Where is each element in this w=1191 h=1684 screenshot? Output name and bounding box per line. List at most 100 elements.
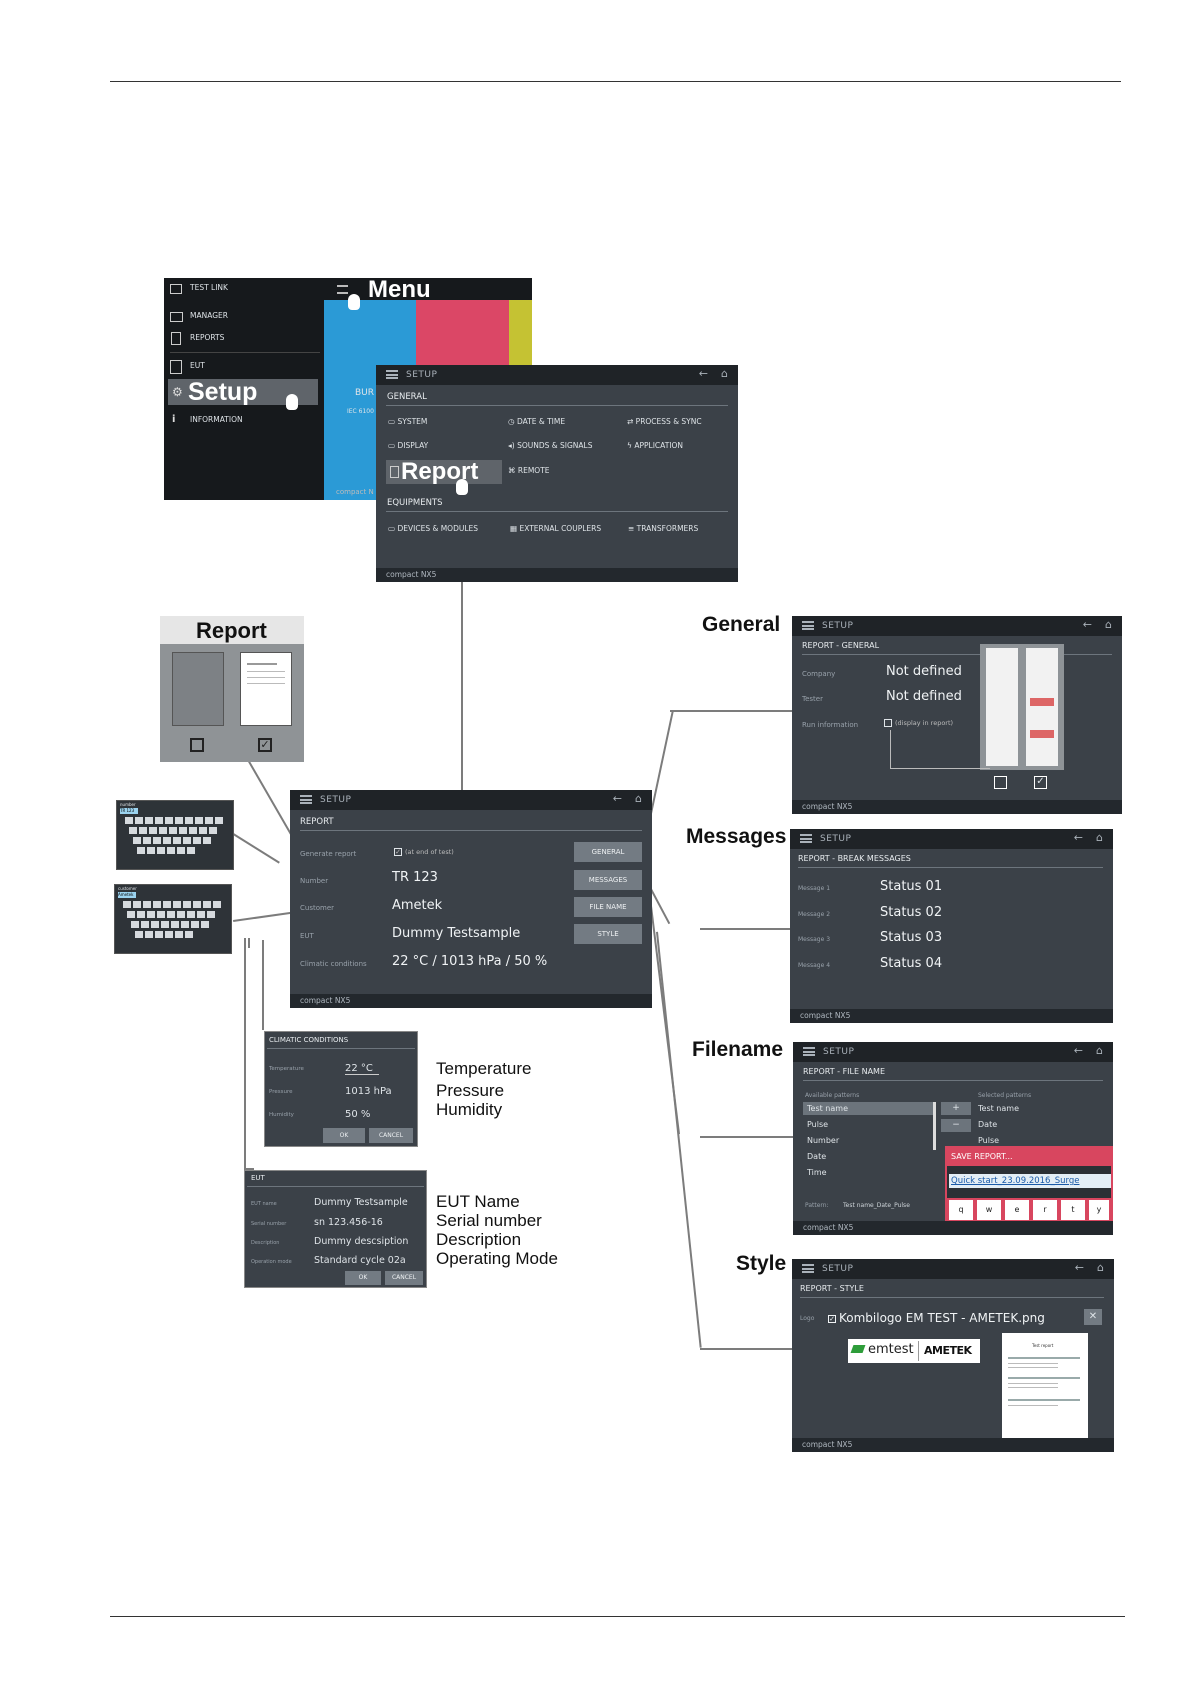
setup-item-remote[interactable]: ⌘ REMOTE xyxy=(508,466,550,475)
temperature-value[interactable]: 22 °C xyxy=(345,1063,379,1075)
eut-name-value[interactable]: Dummy Testsample xyxy=(314,1197,408,1208)
keyboard-field[interactable]: Ametek xyxy=(118,892,136,898)
keyboard-key[interactable] xyxy=(187,847,195,854)
keyboard-key[interactable] xyxy=(193,901,201,908)
keyboard-key[interactable] xyxy=(183,837,191,844)
keyboard-key[interactable] xyxy=(167,911,175,918)
keyboard-key[interactable] xyxy=(135,817,143,824)
message-4-value[interactable]: Status 04 xyxy=(880,956,943,971)
keyboard-key[interactable] xyxy=(143,901,151,908)
operation-mode-value[interactable]: Standard cycle 02a xyxy=(314,1255,406,1266)
keyboard-key[interactable] xyxy=(153,901,161,908)
keyboard-key[interactable] xyxy=(165,817,173,824)
file-name-button[interactable]: FILE NAME xyxy=(574,897,642,917)
home-icon[interactable]: ⌂ xyxy=(1105,618,1112,631)
back-arrow-icon[interactable]: ← xyxy=(1082,618,1092,631)
keyboard-key[interactable] xyxy=(207,911,215,918)
keyboard-key[interactable] xyxy=(175,817,183,824)
keyboard-key[interactable] xyxy=(155,931,163,938)
cancel-button[interactable]: CANCEL xyxy=(385,1271,423,1285)
available-item[interactable]: Time xyxy=(807,1168,827,1177)
keyboard-key[interactable] xyxy=(173,837,181,844)
save-filename-input[interactable]: Quick start_23.09.2016_Surge xyxy=(949,1174,1111,1188)
remove-pattern-button[interactable]: − xyxy=(941,1119,971,1132)
menu-icon[interactable] xyxy=(386,370,398,379)
keyboard-key[interactable] xyxy=(193,837,201,844)
cancel-button[interactable]: CANCEL xyxy=(369,1128,413,1143)
serial-number-value[interactable]: sn 123.456-16 xyxy=(314,1217,383,1228)
checked-checkbox-icon[interactable]: ✓ xyxy=(1034,776,1047,789)
number-value[interactable]: TR 123 xyxy=(392,870,438,885)
setup-item-transformers[interactable]: ≡ TRANSFORMERS xyxy=(628,524,698,533)
selected-item[interactable]: Pulse xyxy=(978,1136,1000,1145)
climatic-value[interactable]: 22 °C / 1013 hPa / 50 % xyxy=(392,954,548,969)
keyboard-key[interactable] xyxy=(199,827,207,834)
keyboard-key[interactable] xyxy=(213,901,221,908)
keyboard-key[interactable] xyxy=(157,911,165,918)
setup-item-display[interactable]: ▭ DISPLAY xyxy=(388,441,428,450)
eut-value[interactable]: Dummy Testsample xyxy=(392,926,521,941)
keyboard-key[interactable] xyxy=(145,817,153,824)
keyboard-key[interactable] xyxy=(125,817,133,824)
keyboard-key[interactable] xyxy=(205,817,213,824)
message-2-value[interactable]: Status 02 xyxy=(880,905,943,920)
keyboard-key[interactable] xyxy=(131,921,139,928)
key-y[interactable]: y xyxy=(1089,1200,1109,1220)
menu-icon[interactable] xyxy=(800,834,812,843)
menu-ham-icon[interactable] xyxy=(337,285,348,294)
humidity-value[interactable]: 50 % xyxy=(345,1109,371,1120)
scrollbar[interactable] xyxy=(933,1102,936,1150)
keyboard-key[interactable] xyxy=(139,827,147,834)
page-thumbnail[interactable] xyxy=(1026,648,1058,766)
keyboard-key[interactable] xyxy=(137,911,145,918)
keyboard-key[interactable] xyxy=(203,901,211,908)
keyboard-key[interactable] xyxy=(169,827,177,834)
home-icon[interactable]: ⌂ xyxy=(635,792,642,805)
keyboard-key[interactable] xyxy=(185,817,193,824)
general-button[interactable]: GENERAL xyxy=(574,842,642,862)
messages-button[interactable]: MESSAGES xyxy=(574,870,642,890)
keyboard-key[interactable] xyxy=(151,921,159,928)
keyboard-key[interactable] xyxy=(187,911,195,918)
available-item[interactable]: Number xyxy=(807,1136,840,1145)
keyboard-key[interactable] xyxy=(153,837,161,844)
keyboard-key[interactable] xyxy=(147,911,155,918)
keyboard-key[interactable] xyxy=(163,837,171,844)
back-arrow-icon[interactable]: ← xyxy=(698,367,708,380)
key-q[interactable]: q xyxy=(949,1200,973,1220)
home-icon[interactable]: ⌂ xyxy=(1096,1044,1103,1057)
keyboard-key[interactable] xyxy=(159,827,167,834)
keyboard-key[interactable] xyxy=(175,931,183,938)
keyboard-key[interactable] xyxy=(185,931,193,938)
keyboard-key[interactable] xyxy=(137,847,145,854)
keyboard-key[interactable] xyxy=(133,837,141,844)
pressure-value[interactable]: 1013 hPa xyxy=(345,1086,392,1097)
available-item-selected[interactable] xyxy=(803,1102,933,1115)
add-pattern-button[interactable]: + xyxy=(941,1102,971,1115)
keyboard-key[interactable] xyxy=(201,921,209,928)
keyboard-key[interactable] xyxy=(127,911,135,918)
back-arrow-icon[interactable]: ← xyxy=(1073,1044,1083,1057)
home-icon[interactable]: ⌂ xyxy=(721,367,728,380)
key-r[interactable]: r xyxy=(1033,1200,1057,1220)
keyboard-key[interactable] xyxy=(171,921,179,928)
report-page-thumbnail[interactable] xyxy=(240,652,292,726)
back-arrow-icon[interactable]: ← xyxy=(1074,1261,1084,1274)
checked-checkbox-icon[interactable]: ✓ xyxy=(258,738,272,752)
setup-item-sounds[interactable]: ◂) SOUNDS & SIGNALS xyxy=(508,441,592,450)
menu-icon[interactable] xyxy=(803,1047,815,1056)
setup-item-date-time[interactable]: ◷ DATE & TIME xyxy=(508,417,565,426)
keyboard-key[interactable] xyxy=(191,921,199,928)
blank-page-thumbnail[interactable] xyxy=(172,652,224,726)
company-value[interactable]: Not defined xyxy=(886,664,962,679)
setup-item-report[interactable]: Report xyxy=(386,458,502,485)
page-thumbnail[interactable] xyxy=(986,648,1018,766)
keyboard-key[interactable] xyxy=(173,901,181,908)
generate-report-checkbox[interactable]: ✓(at end of test) xyxy=(394,848,454,856)
keyboard-key[interactable] xyxy=(197,911,205,918)
back-arrow-icon[interactable]: ← xyxy=(612,792,622,805)
keyboard-key[interactable] xyxy=(177,911,185,918)
home-icon[interactable]: ⌂ xyxy=(1096,831,1103,844)
customer-value[interactable]: Ametek xyxy=(392,898,443,913)
keyboard-key[interactable] xyxy=(133,901,141,908)
